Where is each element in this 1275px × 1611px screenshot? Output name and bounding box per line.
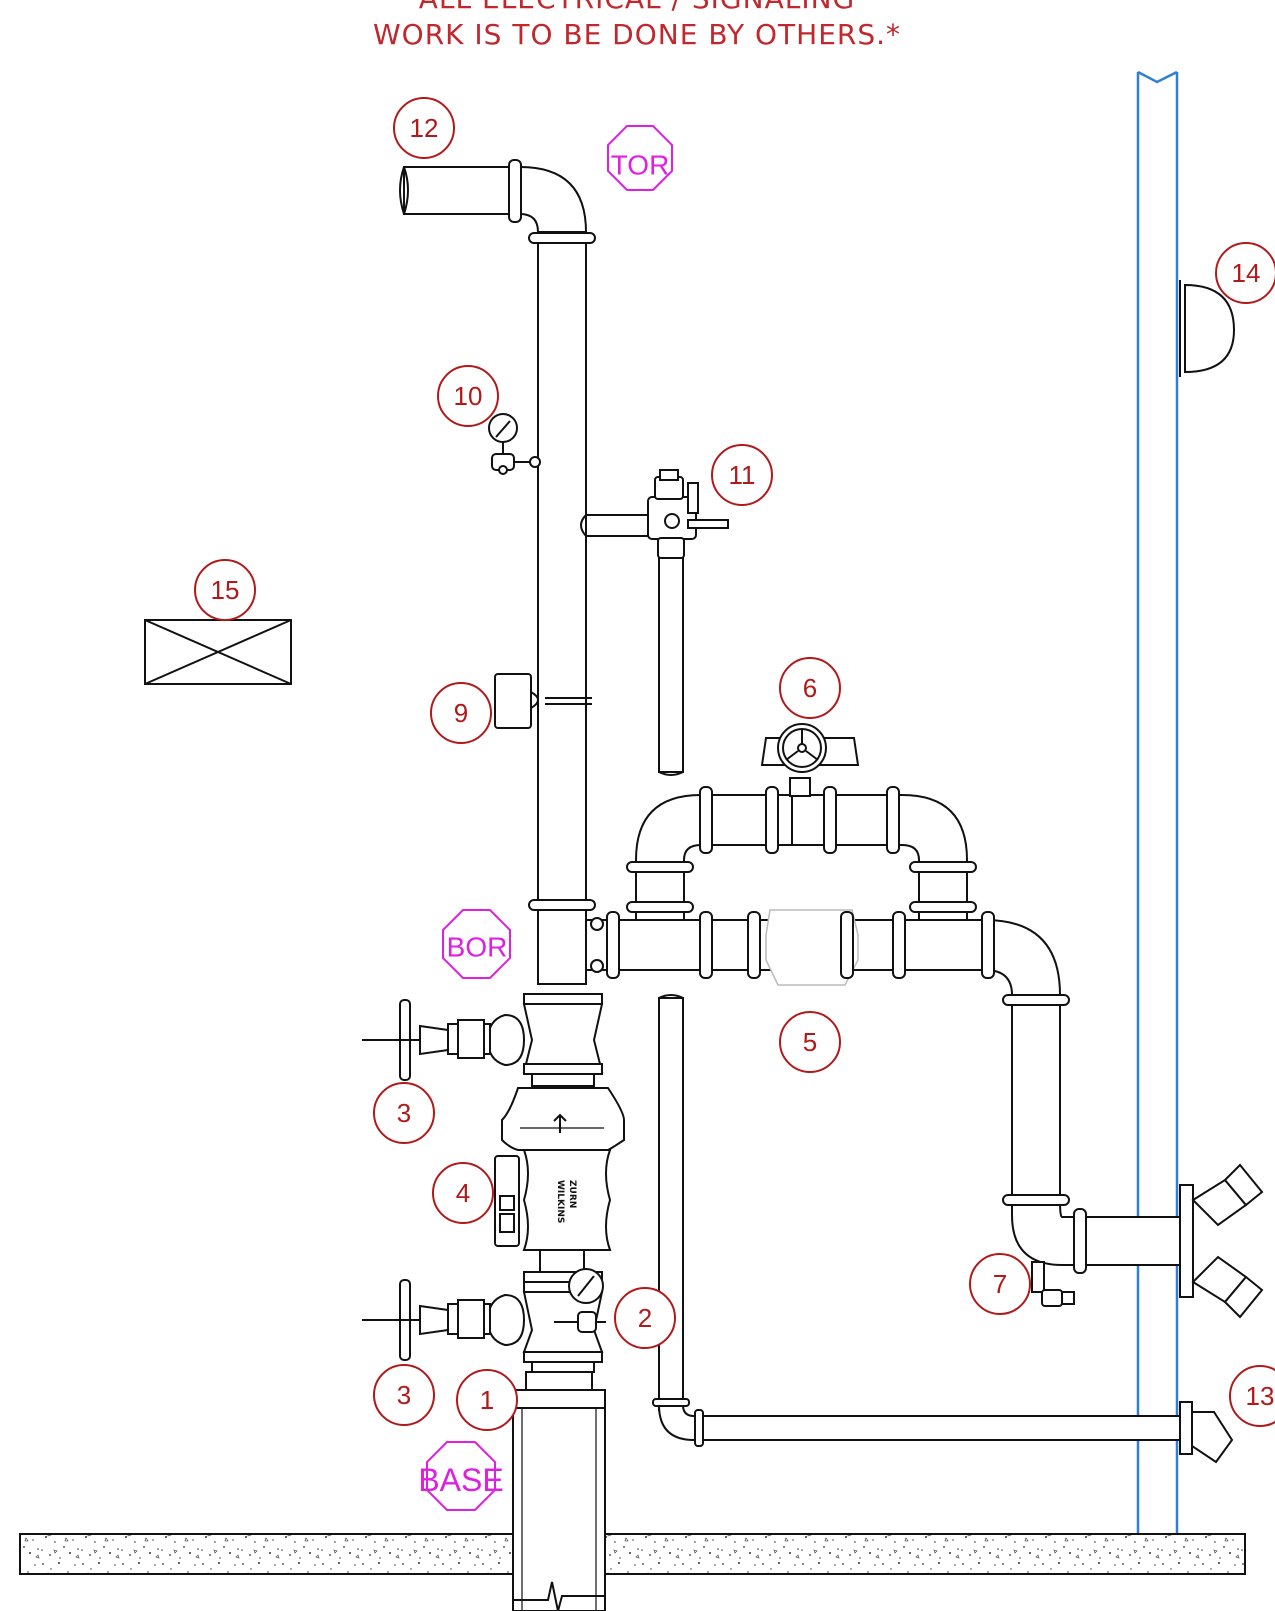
note-line-2: WORK IS TO BE DONE BY OTHERS.* — [373, 18, 901, 51]
callout-1: 1 — [456, 1369, 518, 1431]
svg-text:6: 6 — [803, 673, 817, 703]
main-riser-pipe — [399, 159, 596, 985]
flow-switch — [494, 673, 592, 729]
marker-bor: BOR — [442, 909, 511, 979]
callout-11: 11 — [711, 444, 773, 506]
svg-text:9: 9 — [454, 698, 468, 728]
svg-text:3: 3 — [397, 1098, 411, 1128]
fire-department-connection — [1179, 1163, 1264, 1319]
bypass-loop — [626, 786, 977, 921]
note-line-1: ALL ELECTRICAL / SIGNALING — [419, 0, 855, 15]
pressure-relief-valve-assembly — [580, 469, 729, 776]
callout-5: 5 — [779, 1011, 841, 1073]
svg-text:12: 12 — [410, 113, 439, 143]
callout-14: 14 — [1215, 242, 1275, 304]
callout-10: 10 — [437, 365, 499, 427]
svg-text:11: 11 — [729, 460, 756, 490]
svg-text:7: 7 — [993, 1269, 1007, 1299]
marker-tor: TOR — [607, 125, 673, 191]
callout-15: 15 — [194, 559, 256, 621]
svg-text:14: 14 — [1232, 258, 1261, 288]
svg-text:10: 10 — [454, 381, 483, 411]
floor-slab — [19, 1533, 1246, 1575]
svg-text:4: 4 — [456, 1178, 470, 1208]
svg-text:3: 3 — [397, 1380, 411, 1410]
valve-stack: ZURN WILKINS — [362, 993, 625, 1373]
callout-7: 7 — [969, 1253, 1031, 1315]
svg-text:15: 15 — [211, 575, 240, 605]
main-horizontal-pipe — [585, 909, 1061, 1001]
callout-4: 4 — [432, 1162, 494, 1224]
marker-base-label: BASE — [418, 1462, 503, 1498]
marker-bor-label: BOR — [447, 932, 508, 963]
pressure-gauge — [488, 413, 541, 475]
svg-text:13: 13 — [1246, 1381, 1275, 1411]
valve-brand-line-2: WILKINS — [555, 1180, 565, 1223]
svg-text:5: 5 — [803, 1027, 817, 1057]
alarm-bell — [1179, 280, 1236, 377]
wall — [1136, 70, 1179, 1534]
callout-3-upper: 3 — [373, 1082, 435, 1144]
fdc-supply-pipe — [1002, 994, 1181, 1307]
callout-9: 9 — [430, 682, 492, 744]
control-panel-box — [144, 619, 292, 685]
valve-brand-line-1: ZURN — [567, 1180, 577, 1208]
callout-6: 6 — [779, 657, 841, 719]
svg-text:1: 1 — [480, 1385, 494, 1415]
svg-text:2: 2 — [638, 1303, 652, 1333]
callout-13: 13 — [1229, 1365, 1275, 1427]
marker-tor-label: TOR — [611, 150, 670, 181]
callout-2: 2 — [614, 1287, 676, 1349]
butterfly-valve-handwheel — [760, 723, 860, 797]
callout-3-lower: 3 — [373, 1364, 435, 1426]
underground-riser-pipe — [512, 1371, 606, 1611]
callout-12: 12 — [393, 97, 455, 159]
marker-base: BASE — [418, 1441, 504, 1511]
